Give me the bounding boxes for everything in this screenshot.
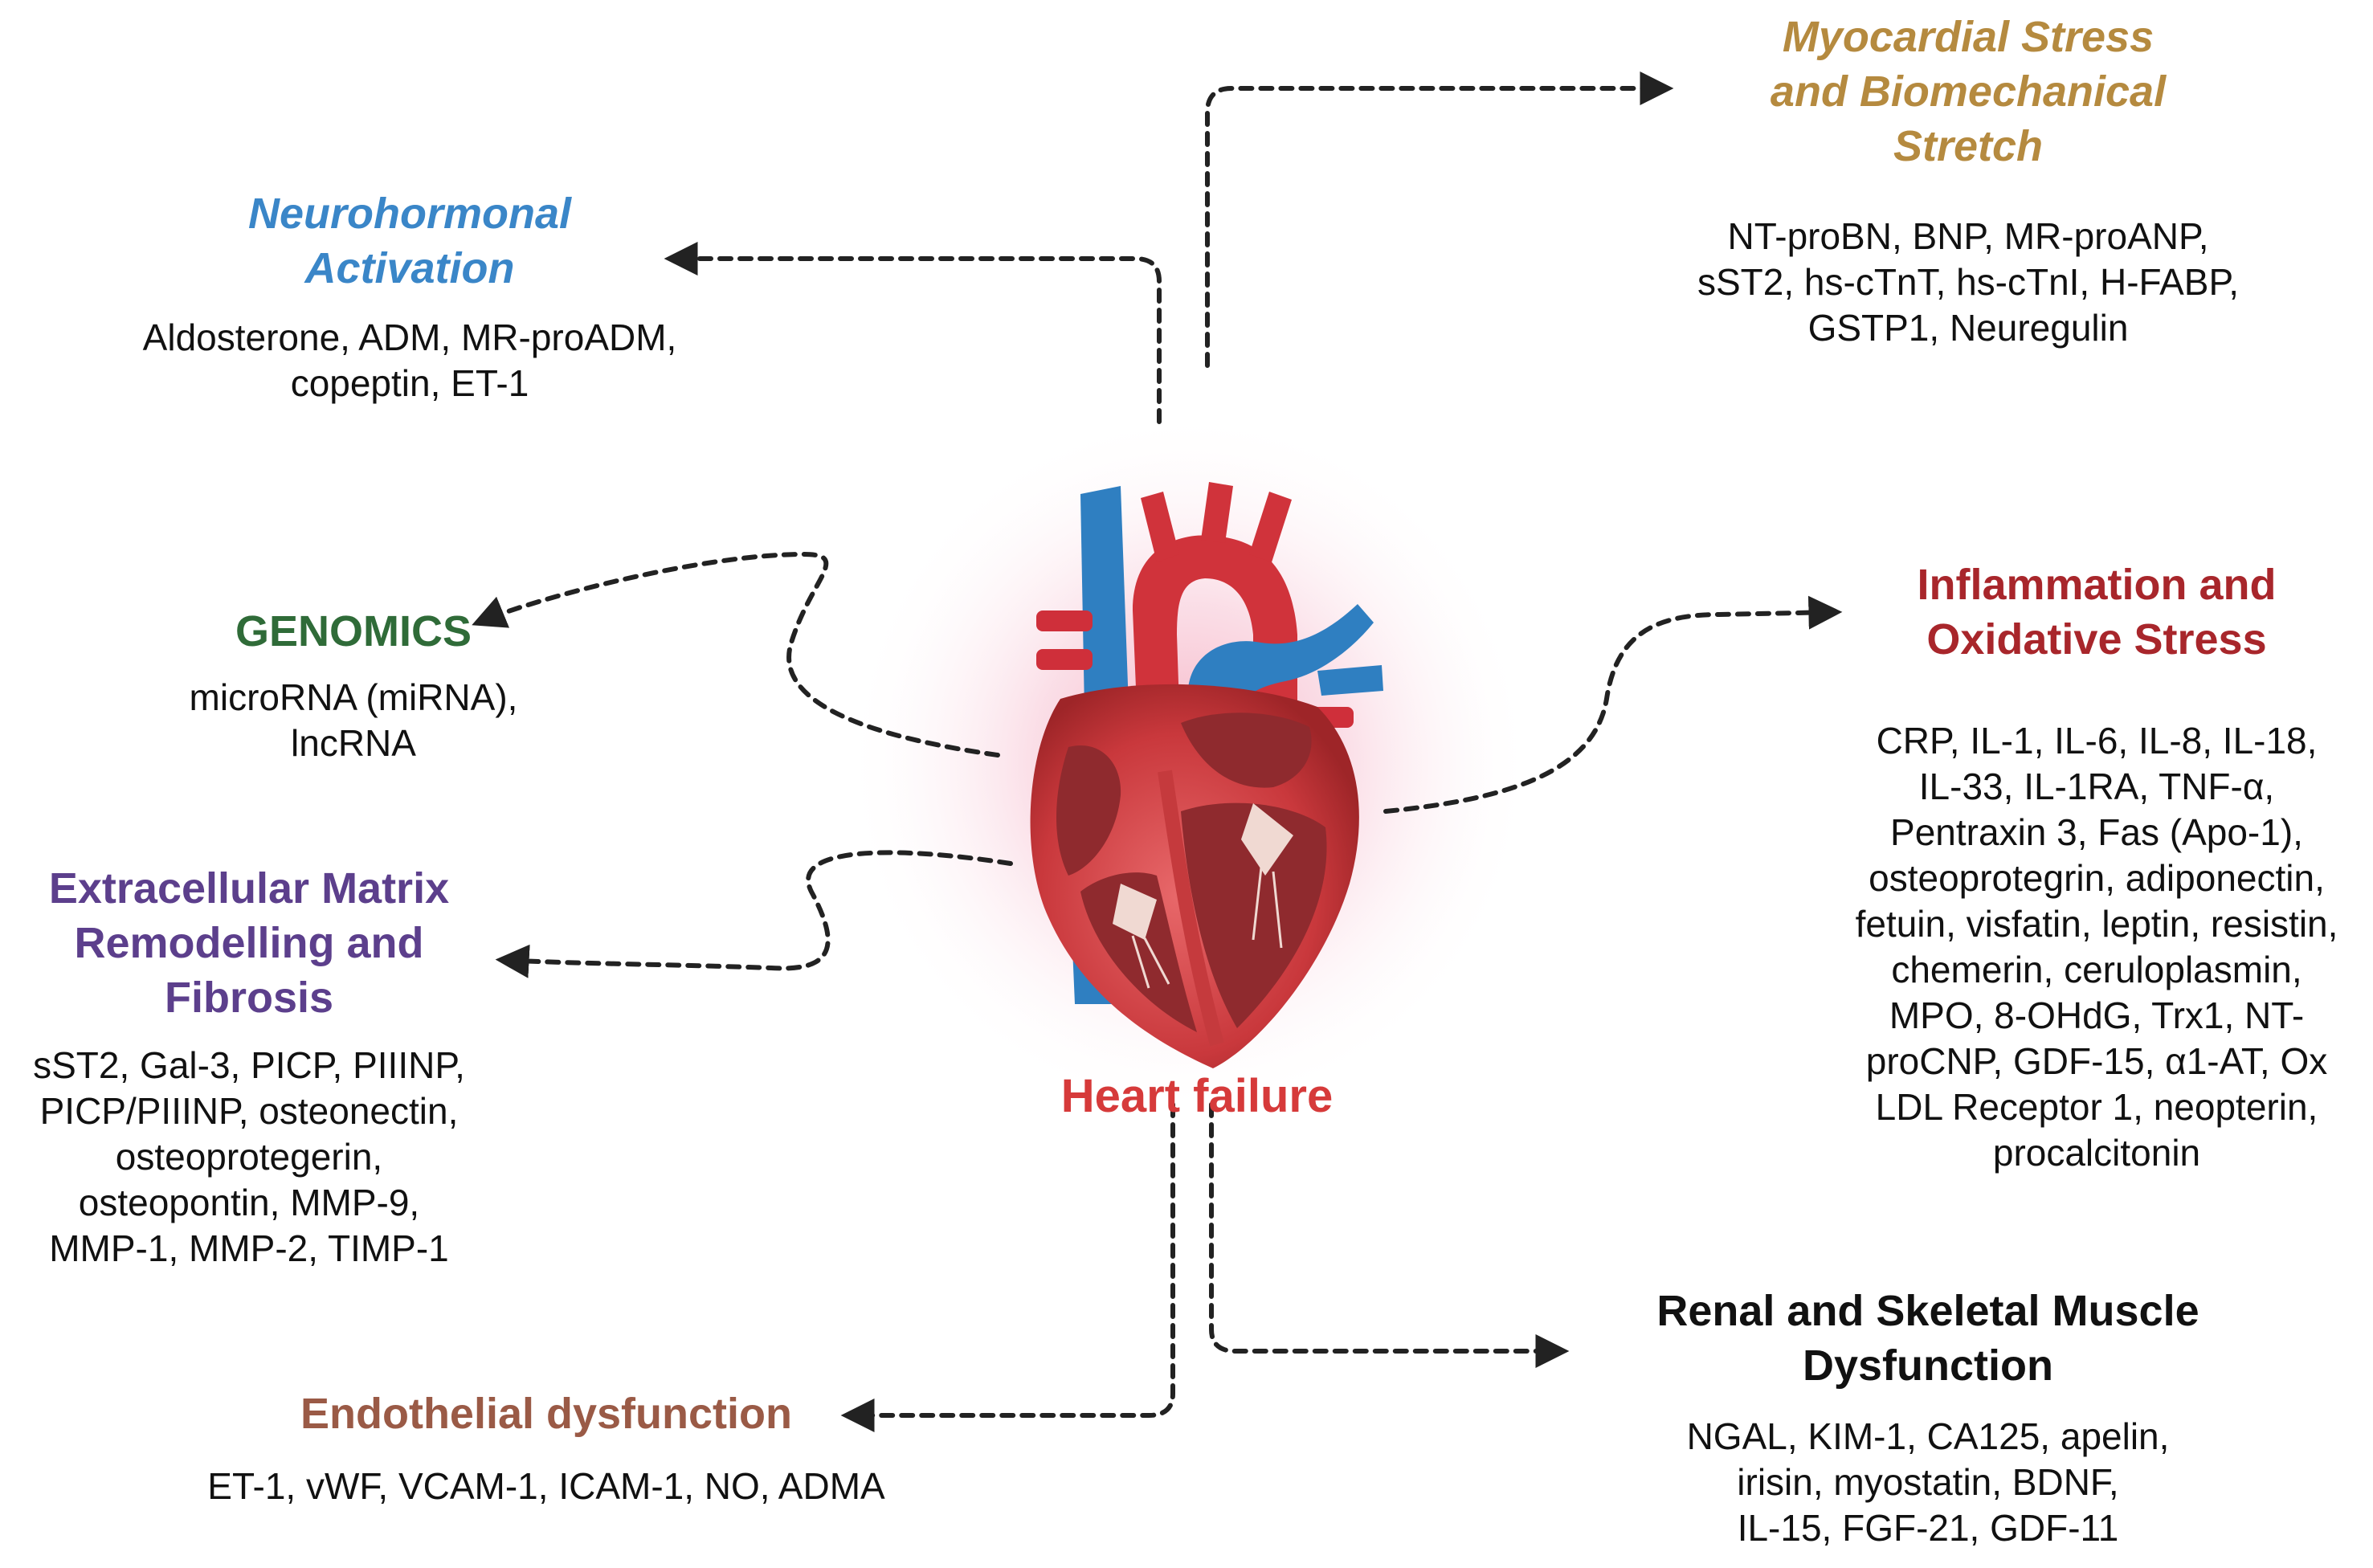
connector-endothelial <box>840 1102 1175 1432</box>
connector-neurohormonal <box>664 242 1162 424</box>
vena-cava <box>1080 486 1129 711</box>
mitral-valve <box>1241 803 1293 876</box>
category-endothelial: Endothelial dysfunction ET-1, vWF, VCAM-… <box>145 1386 948 1509</box>
items-endothelial: ET-1, vWF, VCAM-1, ICAM-1, NO, ADMA <box>207 1465 885 1507</box>
items-ecm: sST2, Gal-3, PICP, PIIINP, PICP/PIIINP, … <box>33 1044 465 1269</box>
category-genomics: GENOMICS microRNA (miRNA), lncRNA <box>80 604 627 766</box>
category-inflammation: Inflammation and Oxidative Stress CRP, I… <box>1807 557 2373 1176</box>
title-neurohormonal: Neurohormonal Activation <box>247 190 572 292</box>
connector-myocardial <box>1205 71 1674 368</box>
aortic-branch-3 <box>1249 492 1292 562</box>
title-inflammation: Inflammation and Oxidative Stress <box>1917 561 2277 664</box>
title-renal: Renal and Skeletal Muscle Dysfunction <box>1656 1287 2199 1390</box>
tricuspid-valve <box>1113 884 1157 940</box>
title-ecm: Extracellular Matrix Remodelling and Fib… <box>48 864 450 1022</box>
category-renal: Renal and Skeletal Muscle Dysfunction NG… <box>1558 1284 2297 1551</box>
category-ecm: Extracellular Matrix Remodelling and Fib… <box>0 861 498 1272</box>
chordae-right <box>1131 935 1170 989</box>
heart-illustration <box>1030 482 1383 1068</box>
items-renal: NGAL, KIM-1, CA125, apelin, irisin, myos… <box>1686 1415 2170 1549</box>
left-atrium <box>1181 713 1312 788</box>
heart-failure-label: Heart failure <box>1060 1070 1334 1122</box>
title-myocardial: Myocardial Stress and Biomechanical Stre… <box>1770 13 2167 170</box>
right-atrium <box>1056 745 1121 876</box>
septum <box>1158 770 1224 1047</box>
chordae-left <box>1252 867 1283 949</box>
pulmonary-vein-left-2 <box>1036 649 1093 670</box>
left-ventricle <box>1181 802 1327 1028</box>
pulmonary-vein-left-1 <box>1036 610 1093 631</box>
items-genomics: microRNA (miRNA), lncRNA <box>189 676 518 764</box>
items-neurohormonal: Aldosterone, ADM, MR-proADM, copeptin, E… <box>142 316 677 404</box>
title-genomics: GENOMICS <box>235 607 472 655</box>
connector-genomics <box>472 551 1000 757</box>
aortic-branch-1 <box>1141 492 1179 562</box>
aortic-branch-2 <box>1201 482 1233 543</box>
category-myocardial: Myocardial Stress and Biomechanical Stre… <box>1615 10 2322 351</box>
category-neurohormonal: Neurohormonal Activation Aldosterone, AD… <box>80 186 739 406</box>
title-endothelial: Endothelial dysfunction <box>300 1390 792 1438</box>
pulmonary-branch <box>1317 665 1383 696</box>
connector-renal <box>1209 1102 1570 1368</box>
items-inflammation: CRP, IL-1, IL-6, IL-8, IL-18, IL-33, IL-… <box>1855 720 2338 1174</box>
connector-inflammation <box>1383 595 1843 814</box>
connector-ecm <box>495 850 1013 978</box>
items-myocardial: NT-proBN, BNP, MR-proANP, sST2, hs-cTnT,… <box>1697 215 2239 349</box>
